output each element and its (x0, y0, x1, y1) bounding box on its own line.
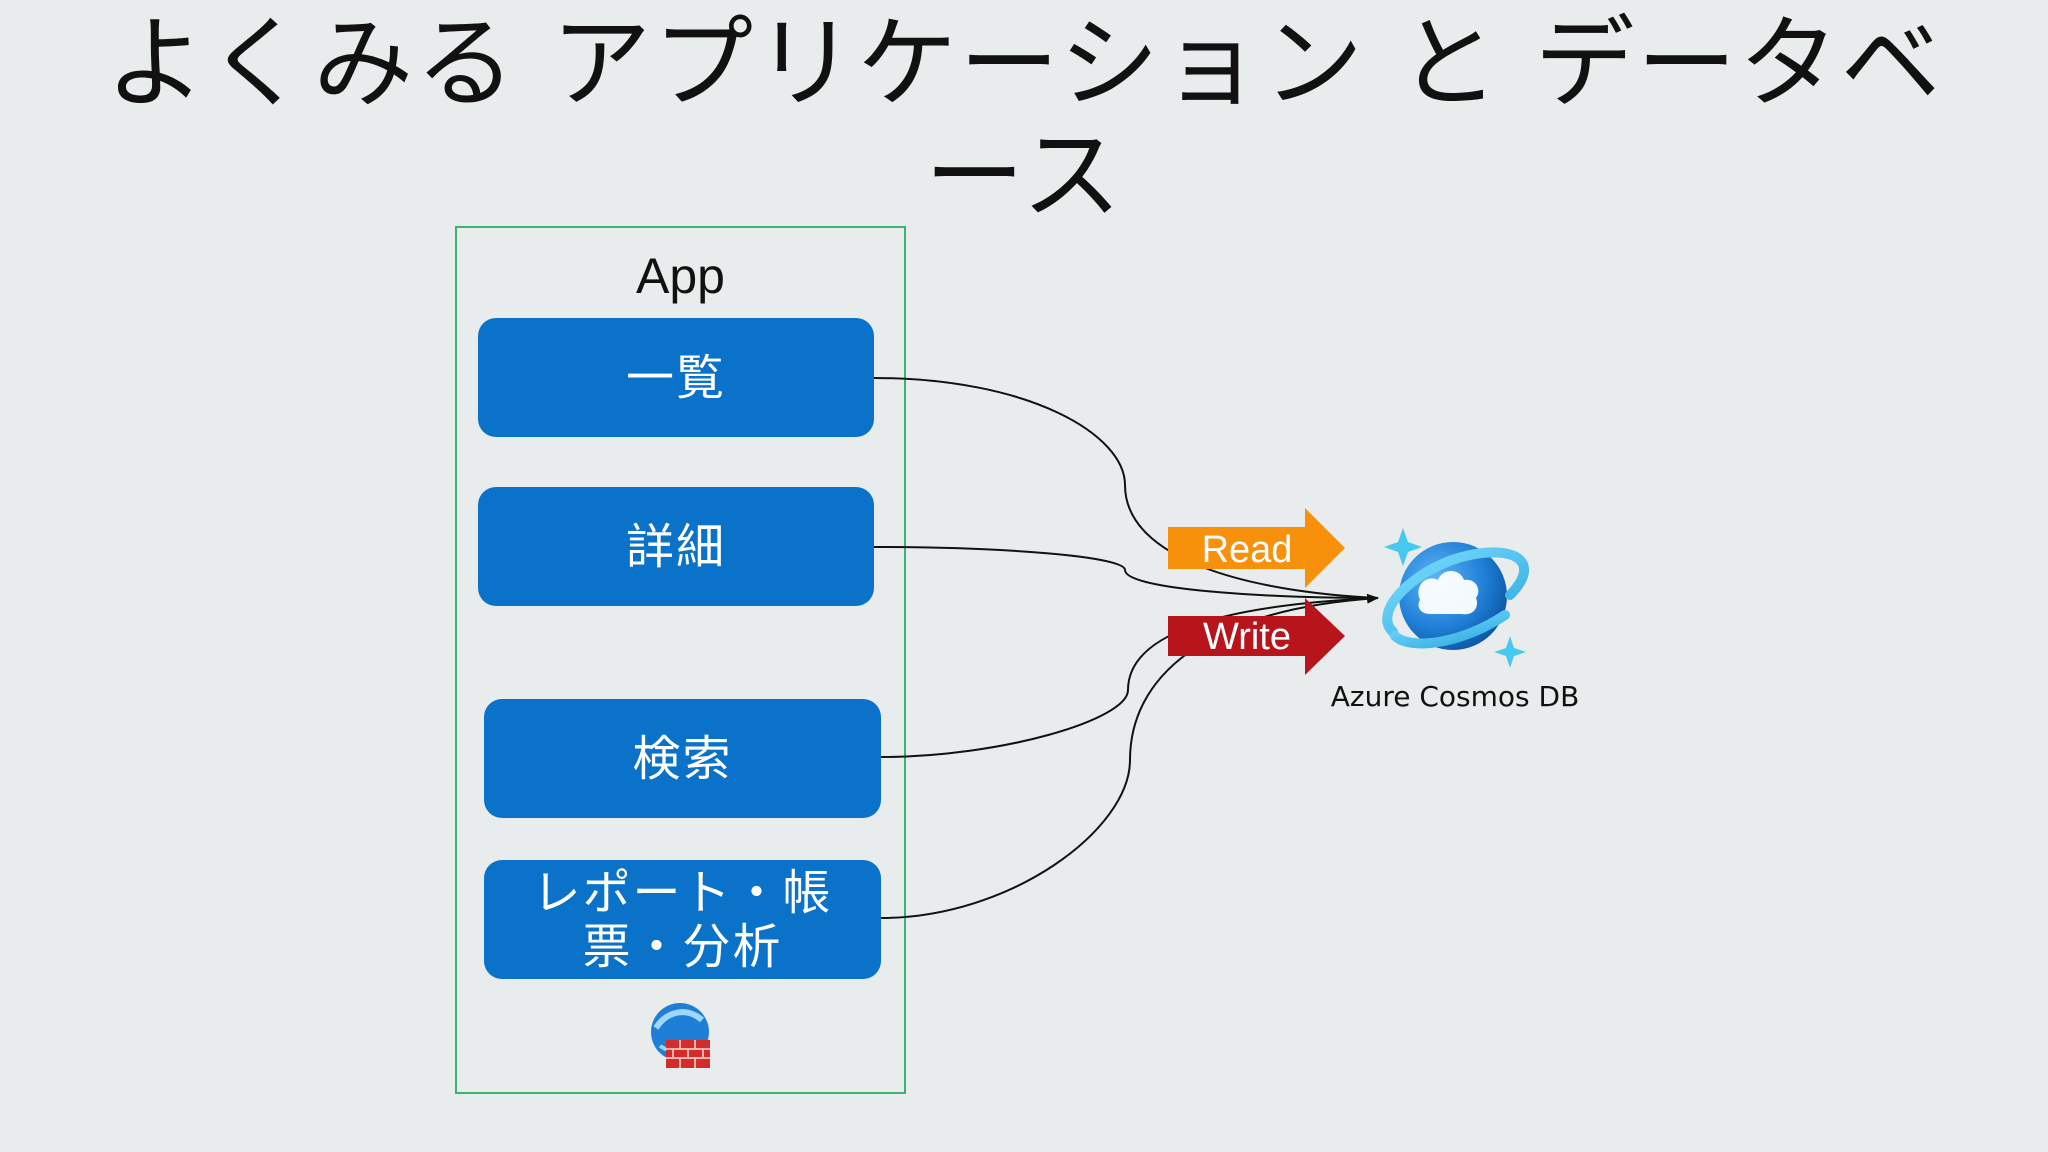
connector-detail (873, 546, 1379, 599)
database-label: Azure Cosmos DB (1330, 680, 1580, 713)
page-title: よくみる アプリケーション と データベース (105, 5, 1943, 234)
read-arrow-shape (1168, 508, 1345, 588)
feature-detail-button[interactable]: 詳細 (478, 487, 874, 606)
azure-cosmos-db-icon (1382, 528, 1530, 668)
app-label: App (636, 248, 725, 304)
read-arrow-label: Read (1202, 529, 1293, 571)
connector-list (873, 377, 1379, 599)
feature-search-button[interactable]: 検索 (484, 699, 881, 818)
write-arrow: Write (1168, 598, 1345, 675)
read-arrow: Read (1168, 508, 1345, 588)
write-arrow-shape (1168, 598, 1345, 675)
connector-search (880, 597, 1379, 758)
write-arrow-label: Write (1203, 616, 1291, 658)
connector-report (880, 593, 1379, 919)
feature-list-button[interactable]: 一覧 (478, 318, 874, 437)
feature-report-button[interactable]: レポート・帳票・分析 (484, 860, 881, 979)
